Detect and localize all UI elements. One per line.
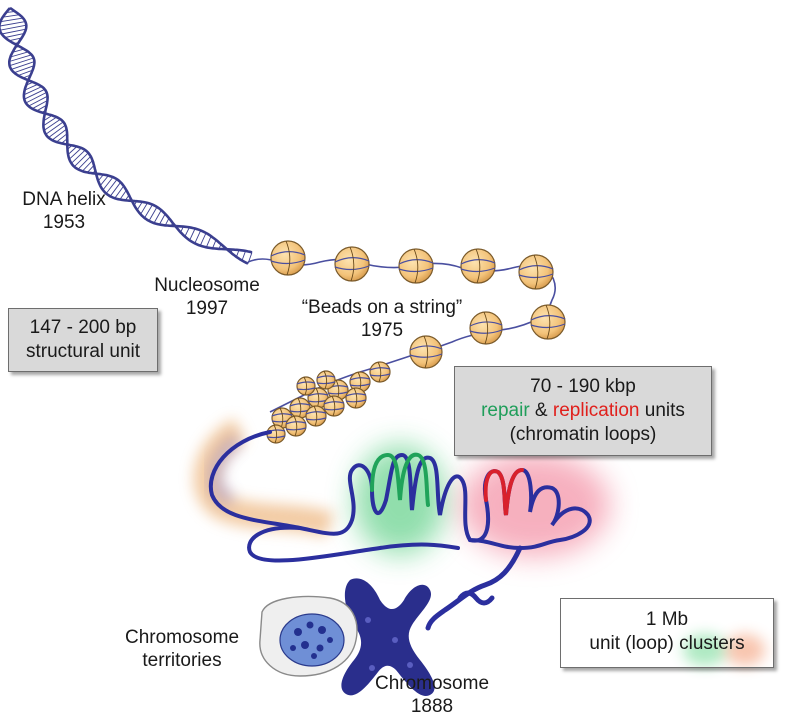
nucleosome-bead <box>324 396 344 416</box>
territories-line2: territories <box>112 649 252 672</box>
nucleosome-year: 1997 <box>142 297 272 320</box>
helix-rung <box>159 214 165 225</box>
helix-rung <box>9 55 31 62</box>
beads-name: “Beads on a string” <box>282 296 482 319</box>
units-word: units <box>640 400 685 421</box>
structural-size: 147 - 200 bp <box>9 316 157 340</box>
amp-label: & <box>530 400 553 421</box>
helix-rung <box>137 202 142 210</box>
helix-rung <box>185 227 190 236</box>
beads-label: “Beads on a string” 1975 <box>282 296 482 342</box>
nucleosome-bead <box>519 255 553 289</box>
helix-rung <box>0 18 23 22</box>
territories-label: Chromosome territories <box>112 626 252 672</box>
chromosome-name: Chromosome <box>362 672 502 695</box>
territories-line1: Chromosome <box>112 626 252 649</box>
dna-helix-label: DNA helix 1953 <box>8 188 120 234</box>
nucleosome-bead <box>335 247 369 281</box>
nucleosome-bead <box>370 362 390 382</box>
helix-rung <box>57 134 68 142</box>
helix-rung <box>141 203 148 214</box>
helix-rung <box>71 150 85 163</box>
helix-rung <box>0 22 25 27</box>
helix-rung <box>206 236 211 247</box>
cell-territories <box>260 597 357 676</box>
helix-rung <box>69 148 81 159</box>
nucleosome-bead <box>271 241 305 275</box>
nucleosome-bead <box>286 416 306 436</box>
structural-desc: structural unit <box>9 340 157 364</box>
helix-rung <box>29 96 48 106</box>
loop-units-size: 70 - 190 kbp <box>455 375 711 399</box>
helix-rung <box>242 251 246 261</box>
helix-rung <box>43 117 56 126</box>
clusters-box: 1 Mb unit (loop) clusters <box>560 598 774 668</box>
clusters-size: 1 Mb <box>561 608 773 632</box>
nucleosome-bead <box>297 377 315 395</box>
helix-rung <box>24 89 44 99</box>
nucleosome-label: Nucleosome 1997 <box>142 274 272 320</box>
structural-unit-box: 147 - 200 bp structural unit <box>8 308 158 372</box>
beads-year: 1975 <box>282 319 482 342</box>
helix-rung <box>120 190 127 199</box>
dna-helix-year: 1953 <box>8 211 120 234</box>
nucleosome-bead <box>531 305 565 339</box>
nucleosome-bead <box>461 249 495 283</box>
loop-units-desc: (chromatin loops) <box>455 423 711 447</box>
helix-rung <box>154 210 161 223</box>
chromosome-year: 1888 <box>362 695 502 718</box>
nucleosome-bead <box>306 406 326 426</box>
helix-rung <box>200 233 206 246</box>
chromosome-label: Chromosome 1888 <box>362 672 502 718</box>
dna-helix-name: DNA helix <box>8 188 120 211</box>
helix-rung <box>195 230 201 243</box>
replication-label: replication <box>553 400 640 421</box>
helix-rung <box>10 58 34 66</box>
nucleosome-bead <box>346 388 366 408</box>
helix-rung <box>52 129 66 140</box>
helix-rung <box>26 92 47 103</box>
helix-rung <box>44 119 60 130</box>
helix-rung <box>2 29 26 34</box>
helix-rung <box>82 161 92 172</box>
helix-rung <box>190 229 196 241</box>
clusters-desc: unit (loop) clusters <box>561 632 773 656</box>
nucleosome-bead <box>317 371 335 389</box>
loop-units-types: repair & replication units <box>455 399 711 423</box>
loop-units-box: 70 - 190 kbp repair & replication units … <box>454 366 712 456</box>
nucleosome-bead <box>399 249 433 283</box>
repair-label: repair <box>481 400 530 421</box>
helix-rung <box>213 240 217 248</box>
helix-rung <box>11 62 34 70</box>
helix-rung <box>78 156 91 169</box>
helix-rung <box>74 153 88 167</box>
nucleosome-name: Nucleosome <box>142 274 272 297</box>
